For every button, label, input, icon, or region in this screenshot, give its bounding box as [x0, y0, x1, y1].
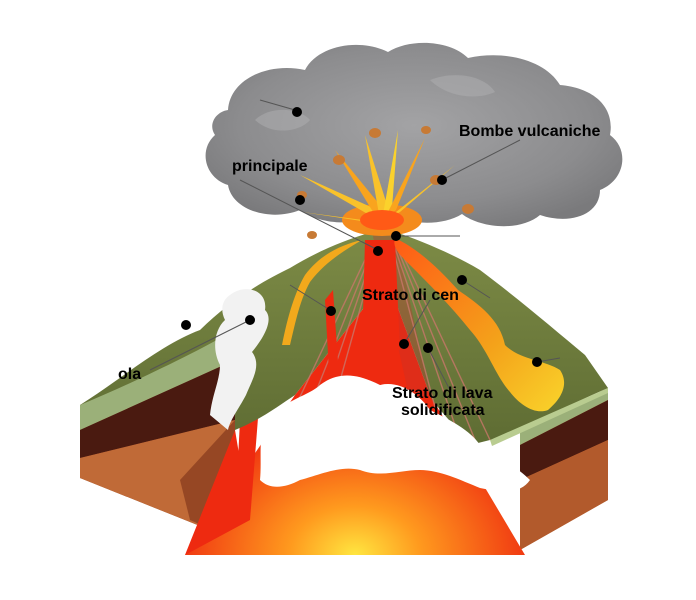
label-bombe-vulcaniche: Bombe vulcaniche: [459, 123, 601, 140]
label-ola: ola: [118, 366, 142, 383]
label-dots: [181, 107, 542, 367]
steam-plumes: [210, 289, 530, 492]
lava-flows: [282, 238, 565, 412]
label-strato-lava-line1: Strato di lava: [392, 385, 493, 402]
label-strato-lava-line2: solidificata: [401, 402, 485, 419]
volcanic-bombs: [297, 126, 474, 239]
left-strata: [80, 330, 235, 540]
leader-lines: [149, 99, 561, 391]
label-principale: principale: [232, 158, 308, 175]
label-strato-cenere: Strato di cen: [362, 287, 459, 304]
eruption-fountain: [300, 130, 470, 236]
right-grass-edge: [490, 388, 608, 446]
